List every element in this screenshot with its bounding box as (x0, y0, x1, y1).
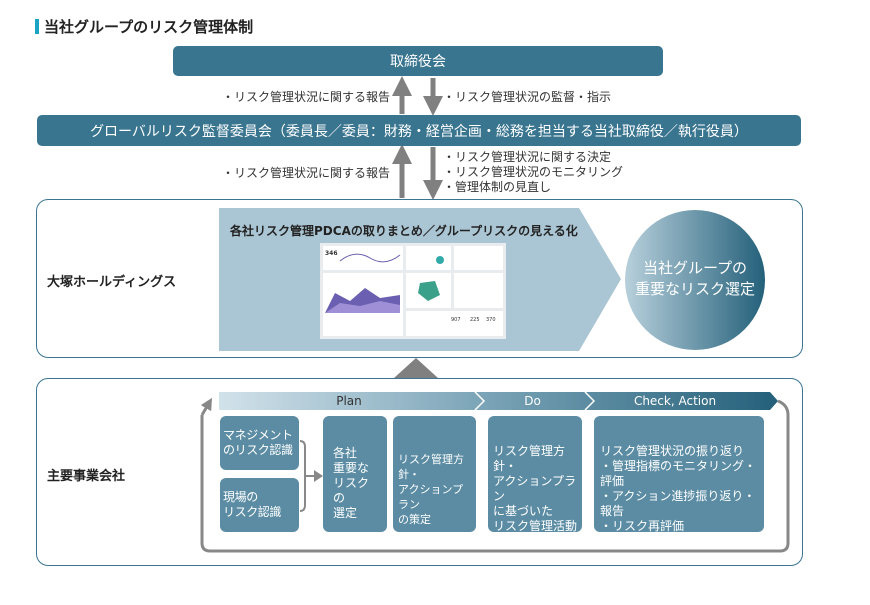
policy-box: リスク管理方針・アクションプランの策定 (393, 416, 476, 532)
loop-arrow (200, 399, 790, 553)
oversight-label: ・リスク管理状況の監督・指示 (443, 90, 612, 104)
management-risk-box: マネジメントのリスク認識 (220, 416, 299, 470)
field-risk-box: 現場のリスク認識 (220, 478, 299, 532)
title-bar (35, 19, 39, 34)
holdings-label: 大塚ホールディングス (47, 275, 177, 290)
dashboard-image: 346 907 225 370 (320, 243, 506, 339)
svg-text:370: 370 (486, 317, 496, 323)
circle-text: 当社グループの重要なリスク選定 (634, 259, 755, 298)
committee-actions: ・リスク管理状況に関する決定・リスク管理状況のモニタリング・管理体制の見直し (443, 150, 624, 194)
check-action-box: リスク管理状況の振り返り・管理指標のモニタリング・評価・アクション進捗振り返り・… (594, 416, 764, 533)
phase-bar (219, 392, 778, 410)
banner-text: 各社リスク管理PDCAの取りまとめ／グループリスクの見える化 (230, 224, 578, 238)
up-triangle-icon (394, 358, 438, 378)
phase-plan: Plan (336, 394, 362, 408)
svg-text:225: 225 (470, 317, 480, 323)
select-risk-box: 各社重要なリスクの選定 (323, 416, 387, 532)
key-risk-circle (625, 210, 765, 350)
companies-label: 主要事業会社 (47, 469, 126, 484)
page-title: 当社グループのリスク管理体制 (35, 16, 253, 37)
committee-box: グローバルリスク監督委員会（委員長／委員：財務・経営企画・総務を担当する当社取締… (37, 115, 801, 146)
pdca-graphics (200, 391, 790, 553)
report-label-1: ・リスク管理状況に関する報告 (221, 90, 390, 104)
svg-text:346: 346 (325, 250, 338, 257)
report-label-2: ・リスク管理状況に関する報告 (221, 166, 390, 180)
phase-check-action: Check, Action (633, 394, 717, 408)
phase-do: Do (524, 394, 541, 408)
svg-text:907: 907 (451, 317, 461, 323)
do-box: リスク管理方針・アクションプランに基づいたリスク管理活動 (488, 416, 582, 533)
board-box: 取締役会 (173, 46, 663, 76)
